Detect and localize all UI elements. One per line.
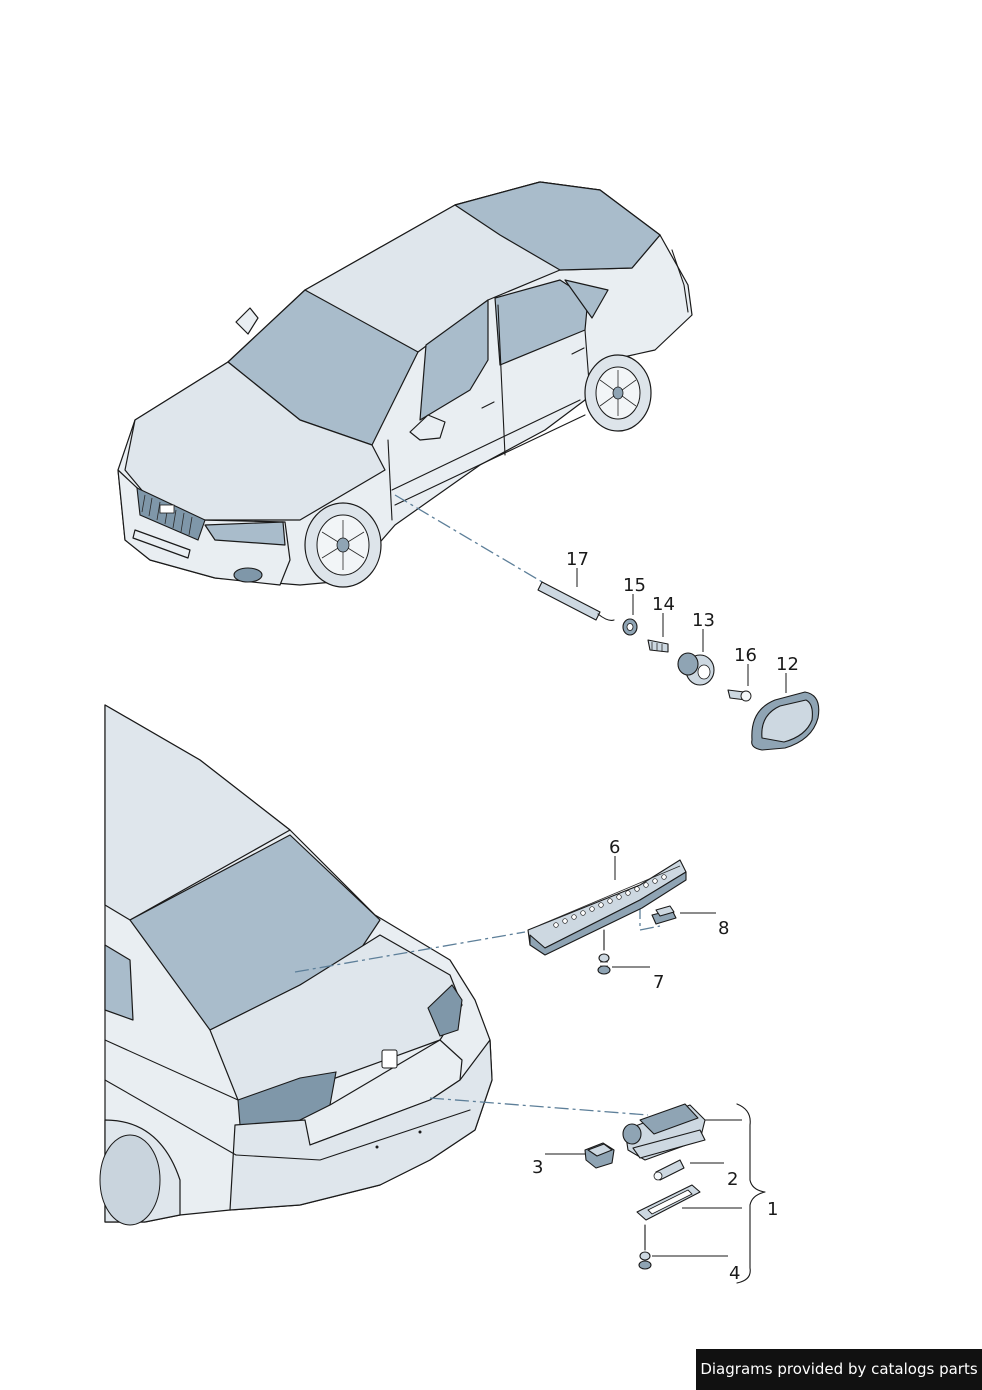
axis-line-plate-light — [429, 1097, 649, 1116]
callout-16: 16 — [734, 645, 757, 666]
callout-12: 12 — [776, 654, 799, 675]
attribution-footer: Diagrams provided by catalogs parts — [696, 1349, 982, 1390]
axis-line-brake-light — [294, 931, 526, 973]
plate-light-parts — [584, 1103, 766, 1284]
callout-7: 7 — [653, 972, 664, 993]
axis-line-connector — [639, 905, 661, 931]
callout-labels: 17 15 14 13 16 12 6 8 7 2 3 1 4 — [532, 549, 799, 1284]
callout-14: 14 — [652, 594, 675, 615]
callout-8: 8 — [718, 918, 729, 939]
callout-6: 6 — [609, 837, 620, 858]
callout-15: 15 — [623, 575, 646, 596]
brake-light-parts — [527, 859, 687, 975]
callout-17: 17 — [566, 549, 589, 570]
callout-13: 13 — [692, 610, 715, 631]
side-marker-parts — [537, 581, 820, 751]
car-rear-illustration — [99, 704, 493, 1226]
callout-1: 1 — [767, 1199, 778, 1220]
car-front-illustration — [117, 181, 693, 588]
callout-3: 3 — [532, 1157, 543, 1178]
leader-lines — [545, 568, 787, 1257]
callout-2: 2 — [727, 1169, 738, 1190]
callout-4: 4 — [729, 1263, 740, 1284]
